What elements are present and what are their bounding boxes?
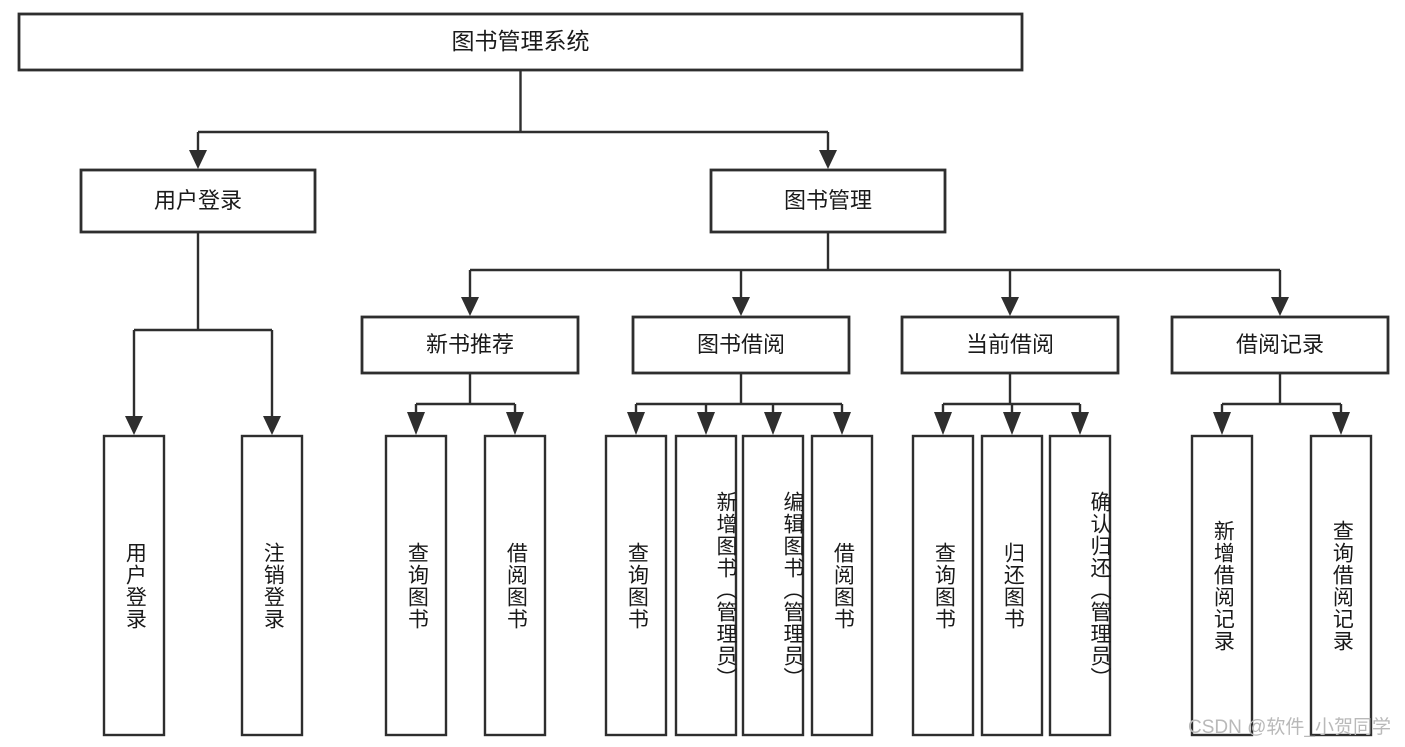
arrowhead-user-login <box>189 150 207 169</box>
node-new-book-recommend-box[interactable] <box>360 315 580 375</box>
node-root-box[interactable] <box>17 12 1024 72</box>
node-leaf-current-query-book-box[interactable] <box>911 434 975 737</box>
node-current-borrow-box[interactable] <box>900 315 1120 375</box>
node-current-borrow[interactable]: 当前借阅 <box>900 315 1120 375</box>
node-root[interactable]: 图书管理系统 <box>17 12 1024 72</box>
arrowhead-book-management <box>819 150 837 169</box>
connector-layer <box>125 70 1350 435</box>
node-borrow-records-label: 借阅记录 <box>1236 332 1324 357</box>
node-leaf-borrow-borrow-book-box[interactable] <box>810 434 874 737</box>
node-leaf-user-logout-box[interactable] <box>240 434 304 737</box>
node-book-management-label: 图书管理 <box>784 188 872 213</box>
arrowhead-borrow-add-book <box>697 412 715 435</box>
arrowhead-current-return-book <box>1003 412 1021 435</box>
node-leaf-borrow-edit-book-box[interactable] <box>741 434 805 737</box>
node-leaf-current-return-book-box[interactable] <box>980 434 1044 737</box>
node-book-management-box[interactable] <box>709 168 947 234</box>
arrowhead-borrow-borrow-book <box>833 412 851 435</box>
node-user-login[interactable]: 用户登录 <box>79 168 317 234</box>
node-leaf-current-confirm-return-box[interactable] <box>1048 434 1112 737</box>
node-leaf-recommend-query-book-box[interactable] <box>384 434 448 737</box>
arrowhead-recommend-query-book <box>407 412 425 435</box>
node-root-label: 图书管理系统 <box>452 28 590 54</box>
node-user-login-label: 用户登录 <box>154 188 242 213</box>
node-borrow-records-box[interactable] <box>1170 315 1390 375</box>
arrowhead-leaf-user-logout <box>263 416 281 435</box>
arrowhead-borrow-edit-book <box>764 412 782 435</box>
arrowhead-current-confirm-return <box>1071 412 1089 435</box>
node-user-login-box[interactable] <box>79 168 317 234</box>
node-leaf-records-query-box[interactable] <box>1309 434 1373 737</box>
node-layer: 图书管理系统 用户登录 图书管理 新书推荐 图书借阅 <box>17 12 1390 737</box>
arrowhead-current-query-book <box>934 412 952 435</box>
arrowhead-recommend-borrow-book <box>506 412 524 435</box>
node-leaf-recommend-borrow-book-box[interactable] <box>483 434 547 737</box>
arrowhead-records-query <box>1332 412 1350 435</box>
arrowhead-records-add <box>1213 412 1231 435</box>
node-current-borrow-label: 当前借阅 <box>966 332 1054 357</box>
node-leaf-borrow-add-book-box[interactable] <box>674 434 738 737</box>
node-book-management[interactable]: 图书管理 <box>709 168 947 234</box>
arrowhead-leaf-user-login <box>125 416 143 435</box>
arrowhead-current-borrow <box>1001 297 1019 316</box>
node-book-borrow-label: 图书借阅 <box>697 332 785 357</box>
arrowhead-new-book-recommend <box>461 297 479 316</box>
node-book-borrow[interactable]: 图书借阅 <box>631 315 851 375</box>
arrowhead-borrow-query-book <box>627 412 645 435</box>
arrowhead-book-borrow <box>732 297 750 316</box>
node-leaf-user-login-box[interactable] <box>102 434 166 737</box>
node-borrow-records[interactable]: 借阅记录 <box>1170 315 1390 375</box>
node-new-book-recommend[interactable]: 新书推荐 <box>360 315 580 375</box>
node-leaf-records-add-box[interactable] <box>1190 434 1254 737</box>
node-new-book-recommend-label: 新书推荐 <box>426 332 514 357</box>
node-leaf-borrow-query-book-box[interactable] <box>604 434 668 737</box>
arrowhead-borrow-records <box>1271 297 1289 316</box>
node-book-borrow-box[interactable] <box>631 315 851 375</box>
